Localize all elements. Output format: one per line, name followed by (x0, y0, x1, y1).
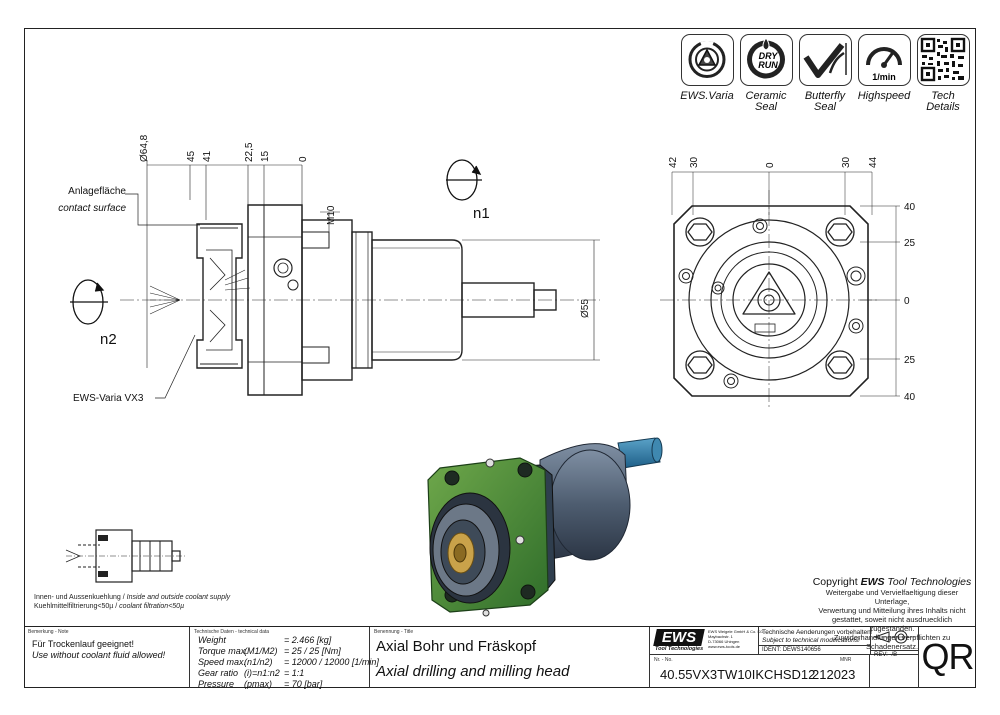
rev-row: REV: -/B (871, 650, 918, 659)
highspeed-label: Highspeed (857, 90, 911, 102)
n1-label: n1 (473, 205, 490, 222)
part-number: 40.55VX3TW10IKCHSD12 (660, 667, 816, 682)
projection-symbol-icon (873, 630, 915, 644)
copyright-title: Copyright EWS Tool Technologies (812, 576, 972, 588)
coolant-line1-en: Inside and outside coolant supply (126, 594, 231, 601)
drawing-sheet (24, 28, 976, 688)
ident-cell: EWS Tool Technologies EWS Weigele GmbH &… (650, 627, 918, 688)
title-block: Bemerkung - Note Für Trockenlauf geeigne… (24, 626, 976, 689)
ceramic-seal-icon: DRY RUN (740, 34, 793, 86)
subject-en: Subject to technical modifications! (762, 637, 860, 644)
tech-data-cell: Technische Daten - technical data Weight… (190, 627, 379, 689)
title-en: Axial drilling and milling head (376, 663, 570, 680)
copyright-block: Copyright EWS Tool Technologies Weiterga… (812, 576, 972, 651)
dry-badge: DRY (759, 51, 779, 61)
coolant-line1-de: Innen- und Aussenkuehlung / (34, 594, 127, 601)
front-dim-25-top: 25 (904, 238, 916, 249)
coolant-note: Innen- und Aussenkuehlung / Inside and o… (34, 593, 230, 611)
run-badge: RUN (758, 60, 778, 70)
contact-surface-en: contact surface (58, 203, 126, 214)
tech-row: Gear ratio(i)=n1:n2= 1:1 (198, 668, 305, 678)
n2-label: n2 (100, 331, 117, 348)
title-de: Axial Bohr und Fräskopf (376, 638, 537, 655)
copyright-line: Weitergabe und Vervielfaeltigung dieser … (825, 588, 959, 606)
tech-caption: Technische Daten - technical data (194, 629, 270, 635)
tech-rows: Weight= 2.466 [kg] Torque max.(M1/M2)= 2… (198, 635, 379, 690)
tech-row: Torque max.(M1/M2)= 25 / 25 [Nm] (198, 646, 341, 656)
subject-de: Technische Aenderungen vorbehalten! (762, 629, 873, 636)
front-dim-42: 42 (668, 156, 679, 168)
front-dim-30-left: 30 (689, 156, 700, 168)
mnr-number: 212023 (812, 667, 856, 682)
title-cell: Benennung - Title Axial Bohr und Fräskop… (370, 627, 650, 688)
dim-15: 15 (260, 150, 271, 162)
ews-logo: EWS (653, 629, 705, 646)
contact-surface-de: Anlagefläche (68, 186, 126, 197)
front-dim-40-bottom: 40 (904, 392, 916, 403)
nr-label: Nr. - No. (654, 657, 673, 663)
note-cell: Bemerkung - Note Für Trockenlauf geeigne… (24, 627, 190, 688)
coolant-line2-en: coolant filtration<50µ (119, 603, 185, 610)
front-dim-44: 44 (868, 156, 879, 168)
tech-row: Speed max.(n1/n2)= 12000 / 12000 [1/min] (198, 657, 379, 667)
varia-label: EWS-Varia VX3 (73, 393, 144, 404)
note-caption: Bemerkung - Note (28, 629, 69, 635)
title-caption: Benennung - Title (374, 629, 414, 635)
copyright-line: Zuwiderhandlungen verpflichten zu Schade… (833, 633, 951, 651)
ident-row: IDENT: DEWS140656 (759, 645, 870, 654)
front-dim-30-right: 30 (841, 156, 852, 168)
dim-diameter-64: Ø64,8 (139, 134, 150, 162)
dim-41: 41 (202, 150, 213, 162)
butterfly-seal-label: Butterfly Seal (804, 90, 846, 113)
copyright-line: gestattet, soweit nicht ausdruecklich zu… (831, 615, 953, 633)
dim-0: 0 (298, 156, 309, 162)
tech-details-label[interactable]: Tech Details (926, 90, 960, 113)
note-en: Use without coolant fluid allowed! (32, 650, 166, 660)
qr-code-graphic (920, 37, 966, 82)
coolant-line2-de: Kuehlmittelfiltrierung<50µ / (34, 603, 120, 610)
ews-varia-label: EWS.Varia (680, 90, 734, 102)
butterfly-seal-icon (799, 34, 852, 86)
note-de: Für Trockenlauf geeignet! (32, 639, 135, 649)
qr-code-icon[interactable] (917, 34, 970, 86)
dim-m10: M10 (326, 205, 337, 225)
dim-45: 45 (186, 150, 197, 162)
front-dim-40-top: 40 (904, 202, 916, 213)
dim-22-5: 22,5 (244, 142, 255, 162)
mnr-label: MNR (840, 657, 852, 663)
front-dim-0: 0 (765, 162, 776, 168)
ews-logo-subtitle: Tool Technologies (655, 646, 704, 652)
qr-cell: QR (918, 627, 976, 688)
qr-text: QR (921, 636, 975, 677)
company-address: EWS Weigele GmbH & Co. KG Maybachstr. 1 … (708, 629, 764, 649)
copyright-line: Verwertung und Mitteilung ihres Inhalts … (818, 606, 966, 615)
front-dim-0-right: 0 (904, 296, 910, 307)
dim-diameter-55: Ø55 (580, 299, 591, 318)
ews-varia-icon (681, 34, 734, 86)
ceramic-seal-label: Ceramic Seal (745, 90, 787, 113)
tech-row: Weight= 2.466 [kg] (198, 635, 332, 645)
speed-badge: 1/min (872, 72, 896, 82)
front-dim-25-bottom: 25 (904, 355, 916, 366)
highspeed-gauge-icon: 1/min (858, 34, 911, 86)
tech-row: Pressure(pmax)= 70 [bar] (198, 679, 323, 689)
